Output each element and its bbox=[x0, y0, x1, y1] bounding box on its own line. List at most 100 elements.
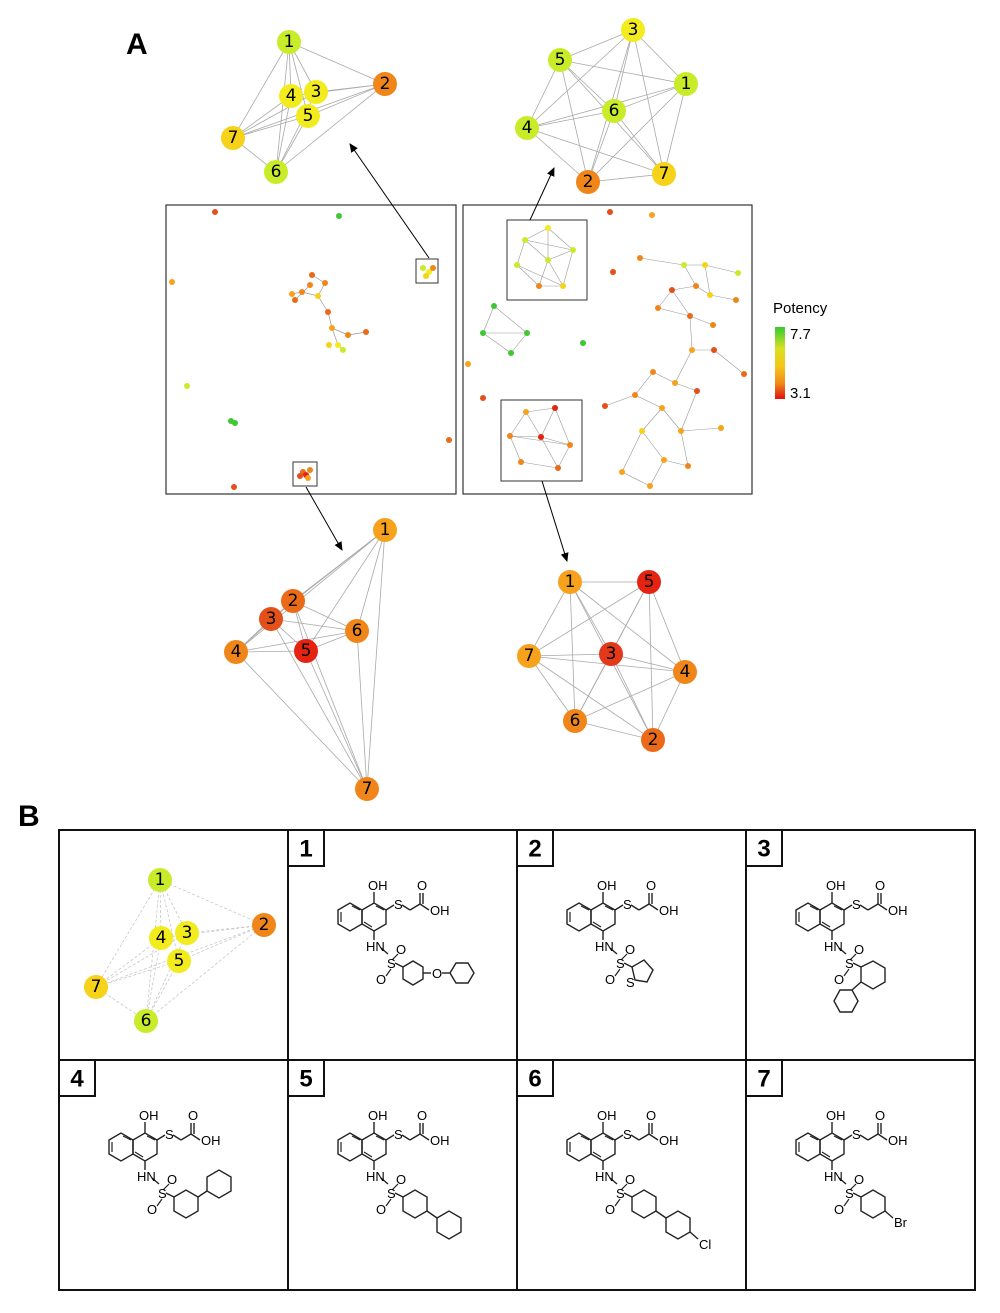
legend-max: 7.7 bbox=[790, 326, 811, 343]
zoom-cluster-bottom-right: 1 2 3 4 5 6 7 bbox=[517, 570, 697, 752]
compound-structure: OH S O OH HN S O O Cl bbox=[566, 1108, 711, 1252]
legend-min: 3.1 bbox=[790, 385, 811, 402]
svg-text:S: S bbox=[623, 1127, 632, 1142]
svg-text:O: O bbox=[646, 1108, 656, 1123]
svg-text:O: O bbox=[188, 1108, 198, 1123]
svg-text:HN: HN bbox=[366, 1169, 385, 1184]
svg-text:O: O bbox=[875, 1108, 885, 1123]
arrow-to-bottom-right bbox=[541, 480, 569, 562]
selection-box-top bbox=[506, 219, 588, 301]
compound-number: 7 bbox=[757, 1066, 770, 1093]
svg-text:HN: HN bbox=[595, 1169, 614, 1184]
cluster-node-4: 4 bbox=[224, 640, 248, 664]
preview-node-3: 3 bbox=[175, 921, 199, 945]
svg-text:O: O bbox=[417, 1108, 427, 1123]
arrow-to-top-right bbox=[529, 167, 555, 221]
compound-cell-3: 3 OH S O OH HN S O O bbox=[745, 829, 908, 1013]
svg-text:O: O bbox=[625, 1172, 635, 1187]
compound-structure: OH S O OH HN S O O bbox=[795, 878, 908, 1013]
sulfonyl-s: S bbox=[387, 956, 396, 971]
zoom-cluster-bottom-left: 1 2 3 4 5 6 7 bbox=[224, 518, 397, 801]
svg-text:S: S bbox=[845, 956, 854, 971]
cluster-node-5: 5 bbox=[548, 48, 572, 72]
preview-node-6: 6 bbox=[134, 1009, 158, 1033]
compound-structure: OH S O OH HN S O O O bbox=[337, 878, 475, 987]
svg-text:1: 1 bbox=[565, 572, 576, 592]
svg-text:1: 1 bbox=[155, 870, 166, 890]
svg-text:O: O bbox=[376, 972, 386, 987]
cluster-node-2: 2 bbox=[373, 72, 397, 96]
cluster-node-3: 3 bbox=[599, 642, 623, 666]
svg-text:OH: OH bbox=[368, 878, 388, 893]
svg-text:OH: OH bbox=[430, 903, 450, 918]
svg-text:OH: OH bbox=[888, 903, 908, 918]
bromine: Br bbox=[894, 1215, 908, 1230]
thiophene-s: S bbox=[626, 975, 635, 990]
svg-text:OH: OH bbox=[139, 1108, 159, 1123]
cluster-node-5: 5 bbox=[296, 104, 320, 128]
zoom-cluster-top-right: 1 2 3 4 5 6 7 bbox=[515, 18, 698, 194]
svg-text:OH: OH bbox=[368, 1108, 388, 1123]
cluster-edges bbox=[526, 29, 687, 183]
svg-text:7: 7 bbox=[524, 646, 535, 666]
overview-nodes bbox=[465, 209, 747, 489]
preview-node-4: 4 bbox=[149, 926, 173, 950]
cluster-node-2: 2 bbox=[281, 589, 305, 613]
svg-text:O: O bbox=[834, 972, 844, 987]
preview-node-2: 2 bbox=[252, 913, 276, 937]
cluster-node-2: 2 bbox=[641, 728, 665, 752]
svg-text:S: S bbox=[852, 1127, 861, 1142]
legend-title: Potency bbox=[773, 300, 828, 317]
svg-text:2: 2 bbox=[288, 591, 299, 611]
compound-number: 5 bbox=[299, 1066, 312, 1093]
legend-gradient-bar bbox=[775, 327, 785, 399]
panel-b-label: B bbox=[18, 800, 40, 833]
svg-text:OH: OH bbox=[430, 1133, 450, 1148]
svg-text:HN: HN bbox=[824, 939, 843, 954]
svg-text:6: 6 bbox=[141, 1011, 152, 1031]
cluster-node-7: 7 bbox=[652, 162, 676, 186]
svg-text:OH: OH bbox=[597, 878, 617, 893]
arrow-to-bottom-left bbox=[305, 486, 343, 551]
cluster-node-4: 4 bbox=[673, 660, 697, 684]
svg-text:O: O bbox=[854, 942, 864, 957]
svg-text:2: 2 bbox=[648, 730, 659, 750]
compound-cell-5: 5 OH S O OH HN S O O bbox=[287, 1059, 462, 1240]
svg-text:O: O bbox=[167, 1172, 177, 1187]
svg-text:1: 1 bbox=[380, 520, 391, 540]
svg-text:O: O bbox=[646, 878, 656, 893]
compound-structure: OH S O OH HN S O O bbox=[108, 1108, 232, 1219]
cluster-node-3: 3 bbox=[259, 607, 283, 631]
selection-box-bottom bbox=[292, 461, 318, 487]
svg-text:1: 1 bbox=[284, 32, 295, 52]
cluster-node-3: 3 bbox=[304, 80, 328, 104]
cluster-node-6: 6 bbox=[602, 99, 626, 123]
cluster-node-1: 1 bbox=[558, 570, 582, 594]
svg-text:OH: OH bbox=[659, 903, 679, 918]
svg-text:5: 5 bbox=[555, 50, 566, 70]
compound-cell-6: 6 OH S O OH HN S O O Cl bbox=[516, 1059, 711, 1252]
svg-text:7: 7 bbox=[91, 977, 102, 997]
svg-text:5: 5 bbox=[174, 951, 185, 971]
cluster-node-1: 1 bbox=[373, 518, 397, 542]
svg-text:O: O bbox=[605, 972, 615, 987]
compound-grid: 1 2 3 4 5 6 7 1 OH S O OH HN S O O bbox=[58, 829, 976, 1291]
preview-node-7: 7 bbox=[84, 975, 108, 999]
cluster-node-7: 7 bbox=[221, 126, 245, 150]
svg-text:O: O bbox=[417, 878, 427, 893]
svg-text:S: S bbox=[616, 1186, 625, 1201]
svg-text:5: 5 bbox=[301, 641, 312, 661]
compound-number: 4 bbox=[70, 1066, 84, 1093]
svg-text:5: 5 bbox=[303, 106, 314, 126]
compound-number: 3 bbox=[757, 836, 770, 863]
svg-text:2: 2 bbox=[380, 74, 391, 94]
svg-text:OH: OH bbox=[201, 1133, 221, 1148]
svg-text:HN: HN bbox=[595, 939, 614, 954]
svg-text:4: 4 bbox=[231, 642, 242, 662]
compound-structure: OH S O OH HN S O O bbox=[337, 1108, 462, 1240]
svg-text:O: O bbox=[605, 1202, 615, 1217]
cluster-node-5: 5 bbox=[637, 570, 661, 594]
svg-text:S: S bbox=[623, 897, 632, 912]
svg-text:2: 2 bbox=[259, 915, 270, 935]
